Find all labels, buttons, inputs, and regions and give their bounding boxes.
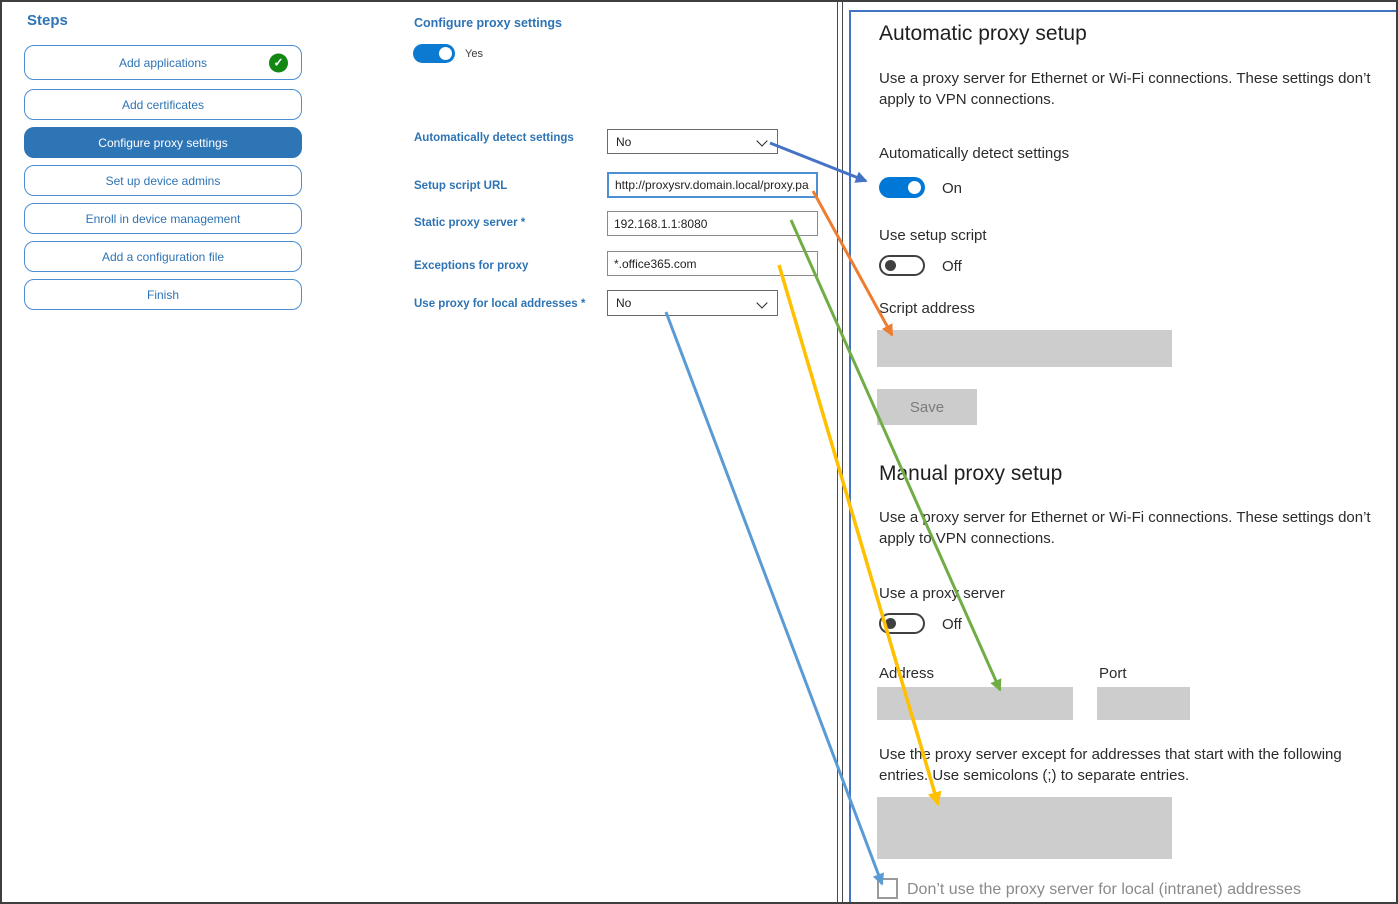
static-proxy-server-input[interactable] [607, 211, 818, 236]
step-label: Configure proxy settings [98, 135, 228, 150]
exceptions-for-proxy-input[interactable] [607, 251, 818, 276]
step-label: Add a configuration file [101, 249, 225, 264]
detect-settings-dropdown[interactable]: No [607, 129, 778, 154]
step-label: Set up device admins [105, 173, 221, 188]
steps-panel-title: Steps [27, 12, 68, 29]
chevron-down-icon [756, 297, 768, 309]
step-label: Add applications [118, 55, 208, 70]
use-proxy-server-label: Use a proxy server [879, 585, 1005, 602]
toggle-knob [908, 181, 921, 194]
pane-divider-line [837, 2, 838, 902]
save-button[interactable]: Save [877, 389, 977, 425]
port-input[interactable] [1097, 687, 1190, 720]
field-label-setup-script-url: Setup script URL [414, 180, 508, 192]
use-proxy-server-toggle[interactable] [879, 613, 925, 634]
step-finish[interactable]: Finish [24, 279, 302, 310]
use-setup-script-label: Use setup script [879, 227, 987, 244]
bypass-local-checkbox-label: Don’t use the proxy server for local (in… [907, 881, 1301, 898]
use-setup-script-state: Off [942, 258, 962, 275]
toggle-knob [885, 260, 896, 271]
step-add-certificates[interactable]: Add certificates [24, 89, 302, 120]
completed-check-icon: ✓ [269, 53, 288, 72]
pane-divider-line [842, 2, 843, 902]
proxy-exceptions-textarea[interactable] [877, 797, 1172, 859]
dropdown-value: No [616, 134, 632, 149]
field-label-use-proxy-local: Use proxy for local addresses * [414, 298, 586, 310]
configure-proxy-toggle[interactable] [413, 44, 455, 63]
script-address-input[interactable] [877, 330, 1172, 367]
step-label: Enroll in device management [85, 211, 241, 226]
dropdown-value: No [616, 296, 632, 310]
setup-script-url-input[interactable] [607, 172, 818, 198]
detect-settings-state: On [942, 180, 963, 197]
step-set-up-device-admins[interactable]: Set up device admins [24, 165, 302, 196]
bypass-local-checkbox[interactable] [877, 878, 898, 899]
script-address-label: Script address [879, 300, 975, 317]
step-add-a-configuration-file[interactable]: Add a configuration file [24, 241, 302, 272]
detect-settings-toggle[interactable] [879, 177, 925, 198]
step-label: Finish [146, 287, 179, 302]
windows-proxy-settings-panel: Automatic proxy setup Use a proxy server… [849, 10, 1396, 902]
step-add-applications[interactable]: Add applications ✓ [24, 45, 302, 80]
step-label: Add certificates [121, 97, 205, 112]
address-input[interactable] [877, 687, 1073, 720]
automatic-proxy-description: Use a proxy server for Ethernet or Wi-Fi… [879, 70, 1371, 108]
use-proxy-local-dropdown[interactable]: No [607, 290, 778, 316]
form-title: Configure proxy settings [414, 16, 562, 30]
use-proxy-server-state: Off [942, 616, 962, 633]
toggle-knob [439, 47, 452, 60]
port-label: Port [1099, 665, 1127, 682]
step-configure-proxy-settings[interactable]: Configure proxy settings [24, 127, 302, 158]
proxy-exceptions-description: Use the proxy server except for addresse… [879, 746, 1342, 784]
manual-proxy-heading: Manual proxy setup [879, 462, 1063, 485]
step-enroll-in-device-management[interactable]: Enroll in device management [24, 203, 302, 234]
address-label: Address [879, 665, 935, 682]
field-label-exceptions-for-proxy: Exceptions for proxy [414, 260, 529, 272]
toggle-knob [885, 618, 896, 629]
use-setup-script-toggle[interactable] [879, 255, 925, 276]
manual-proxy-description: Use a proxy server for Ethernet or Wi-Fi… [879, 509, 1371, 547]
automatic-proxy-heading: Automatic proxy setup [879, 22, 1087, 45]
chevron-down-icon [756, 135, 768, 147]
configure-proxy-toggle-label: Yes [465, 48, 483, 60]
detect-settings-label: Automatically detect settings [879, 145, 1070, 162]
field-label-static-proxy-server: Static proxy server * [414, 217, 526, 229]
field-label-detect-settings: Automatically detect settings [414, 132, 574, 144]
